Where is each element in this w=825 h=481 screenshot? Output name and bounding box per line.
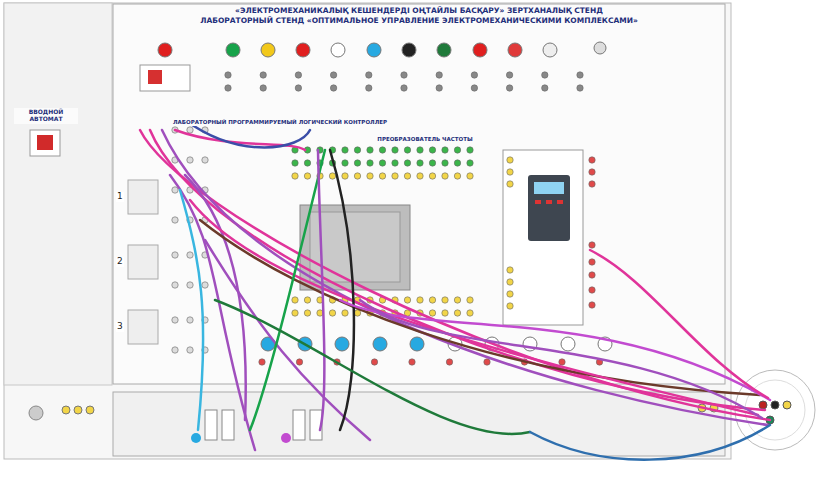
node-text: ВВОДНОЙ АВТОМАТ (15, 109, 77, 123)
input-switch-label: ВВОДНОЙ АВТОМАТ (14, 108, 78, 124)
node-text: ПРЕОБРАЗОВАТЕЛЬ ЧАСТОТЫ (366, 136, 484, 142)
relay-number: 2 (116, 257, 124, 267)
relay-number: 3 (116, 322, 124, 332)
plc-heading: ЛАБОРАТОРНЫЙ ПРОГРАММИРУЕМЫЙ ЛОГИЧЕСКИЙ … (150, 118, 410, 126)
stand-panel: ЛАБОРАТОРНЫЙ СТЕНД «ОПТИМАЛЬНОЕ УПРАВЛЕН… (113, 4, 725, 384)
node-text: ЛАБОРАТОРНЫЙ СТЕНД «ОПТИМАЛЬНОЕ УПРАВЛЕН… (117, 17, 721, 26)
inverter-heading: ПРЕОБРАЗОВАТЕЛЬ ЧАСТОТЫ (365, 135, 485, 143)
stand-title: «ЭЛЕКТРОМЕХАНИКАЛЫҚ КЕШЕНДЕРДІ ОҢТАЙЛЫ Б… (113, 6, 725, 15)
relay-number: 1 (116, 192, 124, 202)
node-text: ЛАБОРАТОРНЫЙ ПРОГРАММИРУЕМЫЙ ЛОГИЧЕСКИЙ … (151, 119, 409, 125)
